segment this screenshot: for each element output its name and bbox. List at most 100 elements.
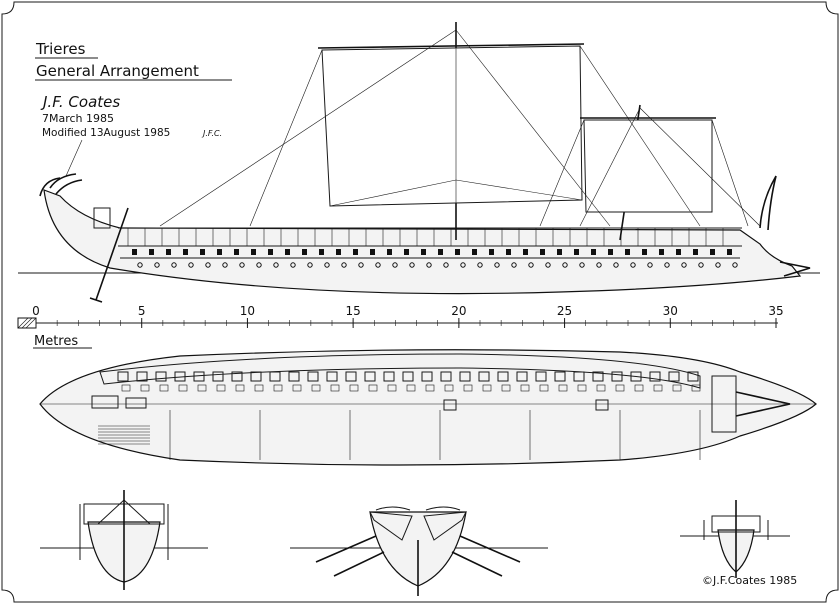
side-hull: [43, 189, 802, 295]
lower-oar-port: [630, 262, 636, 268]
lower-oar-port: [732, 262, 738, 268]
stern-structure: [93, 207, 111, 229]
cross-section-stern: [40, 490, 208, 590]
scale-tick-label: 35: [768, 304, 783, 318]
upper-oar-port: [319, 249, 324, 255]
rower-seat-lower: [235, 384, 245, 392]
lower-oar-port: [477, 262, 483, 268]
lower-oar-port: [137, 262, 143, 268]
upper-oar-port: [710, 249, 715, 255]
upper-oar-port: [336, 249, 341, 255]
cross-section-midship: [290, 506, 548, 596]
title-line-1: Trieres: [35, 40, 86, 58]
rower-seat-lower: [691, 384, 701, 392]
rower-seat-lower: [406, 384, 416, 392]
rower-seat: [250, 371, 262, 382]
upper-oar-port: [149, 249, 154, 255]
lower-oar-port: [239, 262, 245, 268]
scale-tick-label: 0: [32, 304, 40, 318]
rower-seat: [668, 371, 680, 382]
lower-oar-port: [579, 262, 585, 268]
plan-fore-mast-step: [595, 399, 609, 411]
plan-lower-bank: [98, 425, 150, 445]
lower-oar-port: [205, 262, 211, 268]
upper-oar-port: [608, 249, 613, 255]
oar-ports: [132, 249, 738, 268]
scale-tick-label: 20: [451, 304, 466, 318]
lower-oar-port: [545, 262, 551, 268]
scale-minor-ticks: [35, 318, 777, 328]
rower-seat-lower: [292, 384, 302, 392]
rower-seat-lower: [349, 384, 359, 392]
upper-oar-port: [132, 249, 137, 255]
rower-seat-lower: [482, 384, 492, 392]
modification-note: Modified 13August 1985: [42, 127, 170, 139]
rower-seat: [231, 371, 243, 382]
rower-seat: [573, 371, 585, 382]
rower-seat-lower: [577, 384, 587, 392]
lower-oar-port: [273, 262, 279, 268]
author-signature: J.F. Coates: [40, 93, 120, 111]
upper-oar-port: [625, 249, 630, 255]
upper-oar-port: [574, 249, 579, 255]
upper-oar-port: [183, 249, 188, 255]
upper-oar-port: [353, 249, 358, 255]
leader-line: [65, 139, 83, 177]
lower-oar-port: [426, 262, 432, 268]
rower-seat-lower: [254, 384, 264, 392]
rower-seat: [611, 371, 623, 382]
scale-tick-label: 30: [663, 304, 678, 318]
upper-oar-port: [302, 249, 307, 255]
lower-oar-port: [188, 262, 194, 268]
rower-seat: [592, 371, 604, 382]
rower-seat: [478, 371, 490, 382]
plan-bow-structure: [711, 375, 737, 433]
rower-seat-lower: [653, 384, 663, 392]
rower-seat-lower: [330, 384, 340, 392]
rower-seat-lower: [273, 384, 283, 392]
copyright-notice: ©J.F.Coates 1985: [702, 574, 797, 587]
plan-rower-seats: [117, 371, 701, 392]
lower-oar-port: [443, 262, 449, 268]
upper-oar-port: [472, 249, 477, 255]
bronze-ram: [779, 261, 811, 277]
lower-oar-port: [341, 262, 347, 268]
plan-hull-outline: [39, 349, 817, 466]
plan-bow-ram: [735, 391, 791, 417]
upper-oar-port: [506, 249, 511, 255]
upper-oar-port: [370, 249, 375, 255]
upper-oar-port: [591, 249, 596, 255]
rower-seat: [516, 371, 528, 382]
upper-oar-port: [727, 249, 732, 255]
upper-oar-port: [166, 249, 171, 255]
rower-seat: [326, 371, 338, 382]
lower-oar-port: [307, 262, 313, 268]
lower-oar-port: [664, 262, 670, 268]
upper-oar-port: [234, 249, 239, 255]
lower-oar-port: [698, 262, 704, 268]
bow-ornament: [759, 175, 777, 231]
lower-oar-port: [409, 262, 415, 268]
plan-aft-hatch: [125, 397, 147, 409]
lower-oar-port: [613, 262, 619, 268]
upper-oar-port: [642, 249, 647, 255]
upper-oar-port: [387, 249, 392, 255]
lower-oar-port: [460, 262, 466, 268]
rower-seat-lower: [159, 384, 169, 392]
rower-seat: [630, 371, 642, 382]
rower-seat-lower: [197, 384, 207, 392]
scale-tick-label: 15: [346, 304, 361, 318]
rower-seat: [440, 371, 452, 382]
rower-seat-lower: [615, 384, 625, 392]
lower-oar-port: [358, 262, 364, 268]
upper-oar-port: [285, 249, 290, 255]
rower-seat-lower: [463, 384, 473, 392]
title-line-2: General Arrangement: [36, 62, 199, 80]
rower-seat: [687, 371, 699, 382]
lower-oar-port: [222, 262, 228, 268]
rower-seat-lower: [444, 384, 454, 392]
